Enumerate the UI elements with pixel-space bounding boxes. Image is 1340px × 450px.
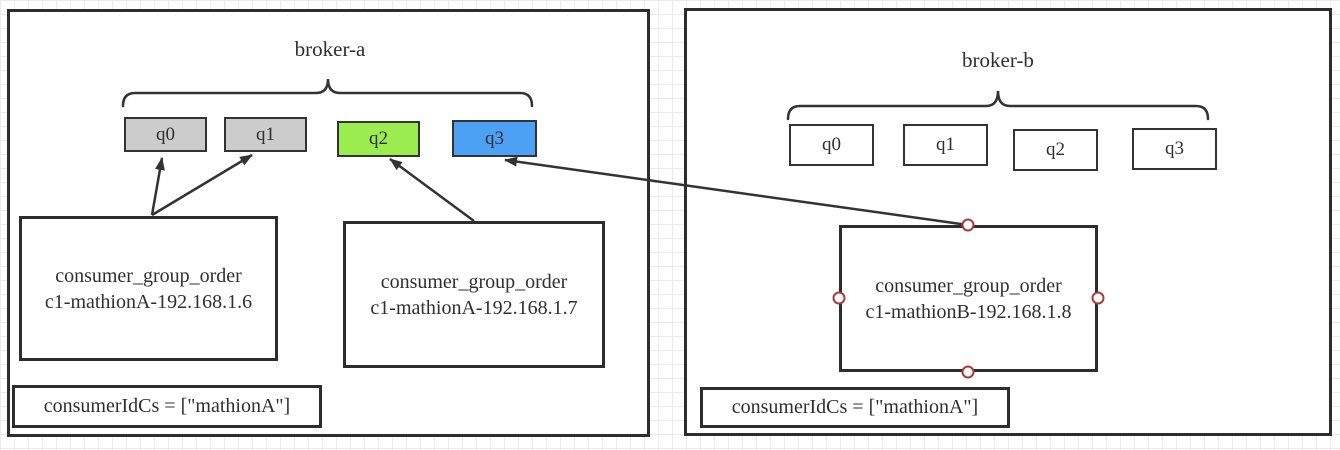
queue-label: q3 (1165, 138, 1184, 159)
consumer-box-mathionA-6[interactable]: consumer_group_order c1-mathionA-192.168… (19, 216, 278, 361)
consumer-group-name: consumer_group_order (875, 274, 1062, 297)
broker-a-queue-q3[interactable]: q3 (452, 120, 537, 157)
queue-label: q3 (485, 127, 504, 149)
queue-label: q1 (256, 123, 275, 145)
broker-b-title: broker-b (962, 48, 1034, 72)
config-text: consumerIdCs = ["mathionA"] (43, 395, 291, 417)
queue-label: q1 (936, 134, 955, 155)
consumer-instance-id: c1-mathionA-192.168.1.6 (44, 290, 253, 313)
broker-a-queue-q1[interactable]: q1 (224, 117, 307, 152)
queue-label: q2 (1046, 139, 1065, 160)
consumer-instance-id: c1-mathionA-192.168.1.7 (370, 296, 578, 319)
broker-a-title: broker-a (294, 37, 366, 61)
consumer-group-name: consumer_group_order (55, 264, 242, 287)
broker-b-queue-q2[interactable]: q2 (1013, 129, 1098, 171)
consumer-instance-id: c1-mathionB-192.168.1.8 (865, 300, 1072, 323)
broker-b-consumerIdCs-label[interactable]: consumerIdCs = ["mathionA"] (700, 387, 1010, 428)
queue-label: q0 (822, 134, 841, 155)
config-text: consumerIdCs = ["mathionA"] (731, 396, 979, 418)
broker-a-queue-q2[interactable]: q2 (337, 121, 420, 157)
broker-b-queue-q3[interactable]: q3 (1132, 128, 1217, 170)
consumer-group-name: consumer_group_order (380, 270, 568, 293)
broker-b-queue-q1[interactable]: q1 (903, 124, 988, 166)
broker-b-queue-q0[interactable]: q0 (789, 124, 874, 166)
broker-a-consumerIdCs-label[interactable]: consumerIdCs = ["mathionA"] (12, 385, 322, 428)
broker-a-queue-q0[interactable]: q0 (124, 117, 207, 152)
consumer-box-mathionB-8[interactable]: consumer_group_order c1-mathionB-192.168… (839, 225, 1098, 372)
queue-label: q2 (369, 128, 388, 149)
consumer-box-mathionA-7[interactable]: consumer_group_order c1-mathionA-192.168… (343, 221, 605, 368)
queue-label: q0 (156, 123, 175, 145)
